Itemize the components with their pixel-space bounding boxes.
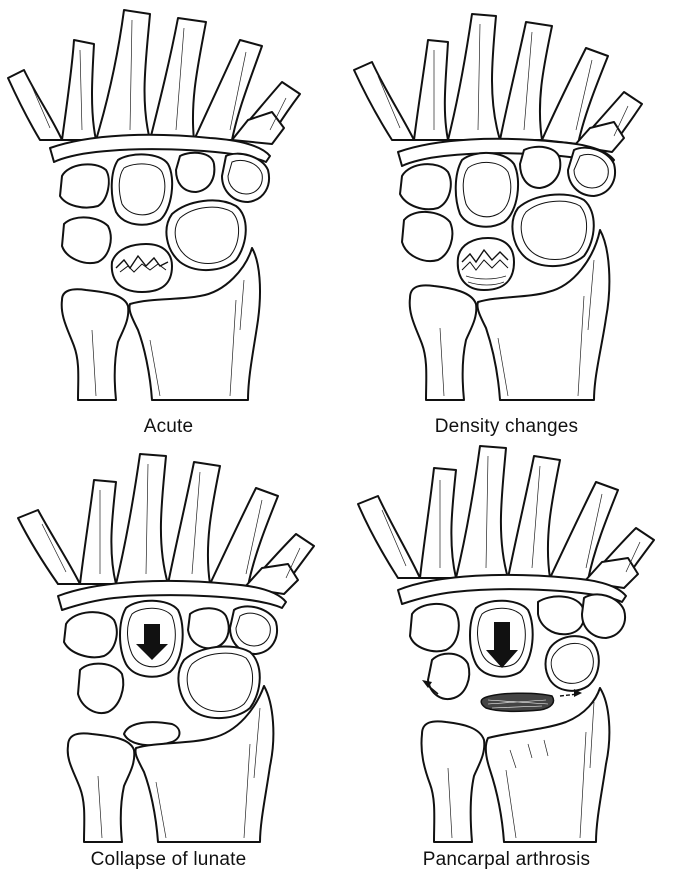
scaphoid [62, 217, 111, 263]
wrist-diagram-acute [0, 0, 337, 410]
trapezium [60, 164, 109, 207]
wrist-diagram-arthrosis [338, 438, 675, 848]
lunate-sclerotic [481, 693, 553, 711]
metacarpals [8, 10, 300, 144]
pisiform [166, 200, 245, 270]
hamate [188, 608, 229, 648]
panel-caption: Pancarpal arthrosis [338, 849, 675, 871]
lunate-collapsed [124, 722, 180, 745]
ulna [421, 721, 484, 842]
panel-collapse-of-lunate: Collapse of lunate [0, 438, 337, 875]
lunate [458, 238, 514, 290]
panel-caption: Acute [0, 416, 337, 438]
metacarpals [18, 454, 314, 594]
scaphoid [402, 212, 452, 261]
lunate [112, 244, 172, 292]
trapezium [400, 164, 451, 209]
pisiform [178, 646, 259, 718]
hamate [520, 147, 560, 188]
scaphoid [78, 664, 123, 713]
scaphoid [428, 654, 469, 699]
panel-caption: Collapse of lunate [0, 849, 337, 871]
wrist-diagram-density [338, 0, 675, 410]
hamate [176, 153, 214, 192]
metacarpals [354, 14, 642, 152]
panel-acute: Acute [0, 0, 337, 437]
capitate [112, 154, 172, 224]
metacarpals [358, 446, 654, 588]
pisiform [546, 636, 599, 691]
panel-caption: Density changes [338, 416, 675, 438]
panel-density-changes: Density changes [338, 0, 675, 437]
wrist-diagram-collapse [0, 438, 337, 848]
trapezium [410, 604, 459, 651]
panel-pancarpal-arthrosis: Pancarpal arthrosis [338, 438, 675, 875]
pisiform [512, 194, 593, 266]
trapezium [64, 612, 117, 657]
capitate [456, 153, 518, 227]
hamate [538, 596, 584, 634]
